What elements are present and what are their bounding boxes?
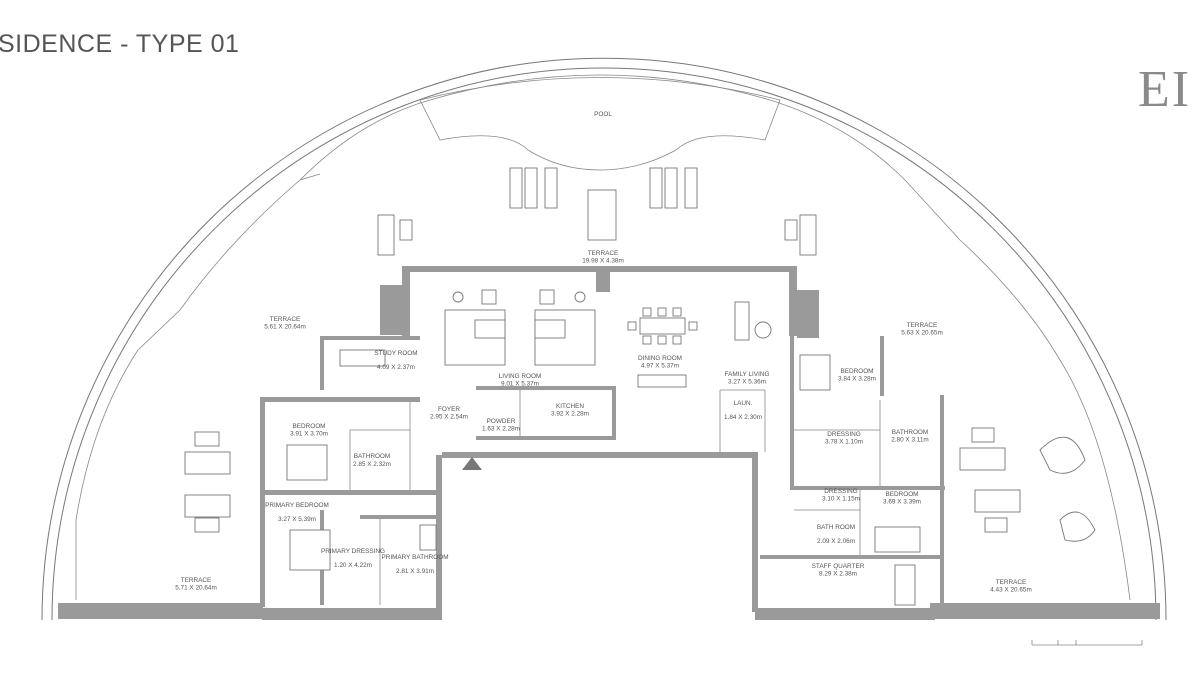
entry-arrow-icon: [462, 457, 482, 470]
base-slab-left: [58, 603, 263, 619]
base-slab-mid-left: [262, 608, 442, 620]
base-slab-mid-right: [755, 608, 935, 620]
brand-logo: EI: [1138, 61, 1192, 118]
base-slab-right: [930, 603, 1160, 619]
scale-bar: [1031, 640, 1143, 646]
outer-arc-inner: [51, 67, 1157, 621]
furniture: [184, 167, 1096, 606]
partitions: [349, 389, 881, 605]
outer-arc: [41, 57, 1167, 621]
room-label-pool: POOL: [594, 111, 612, 118]
walls: [260, 266, 945, 612]
room-label-laundry: LAUN.1.84 X 2.30m: [724, 400, 762, 421]
terrace-boundary: [75, 74, 1131, 601]
pool: [419, 77, 781, 171]
plan-title: SIDENCE - TYPE 01: [0, 30, 240, 58]
